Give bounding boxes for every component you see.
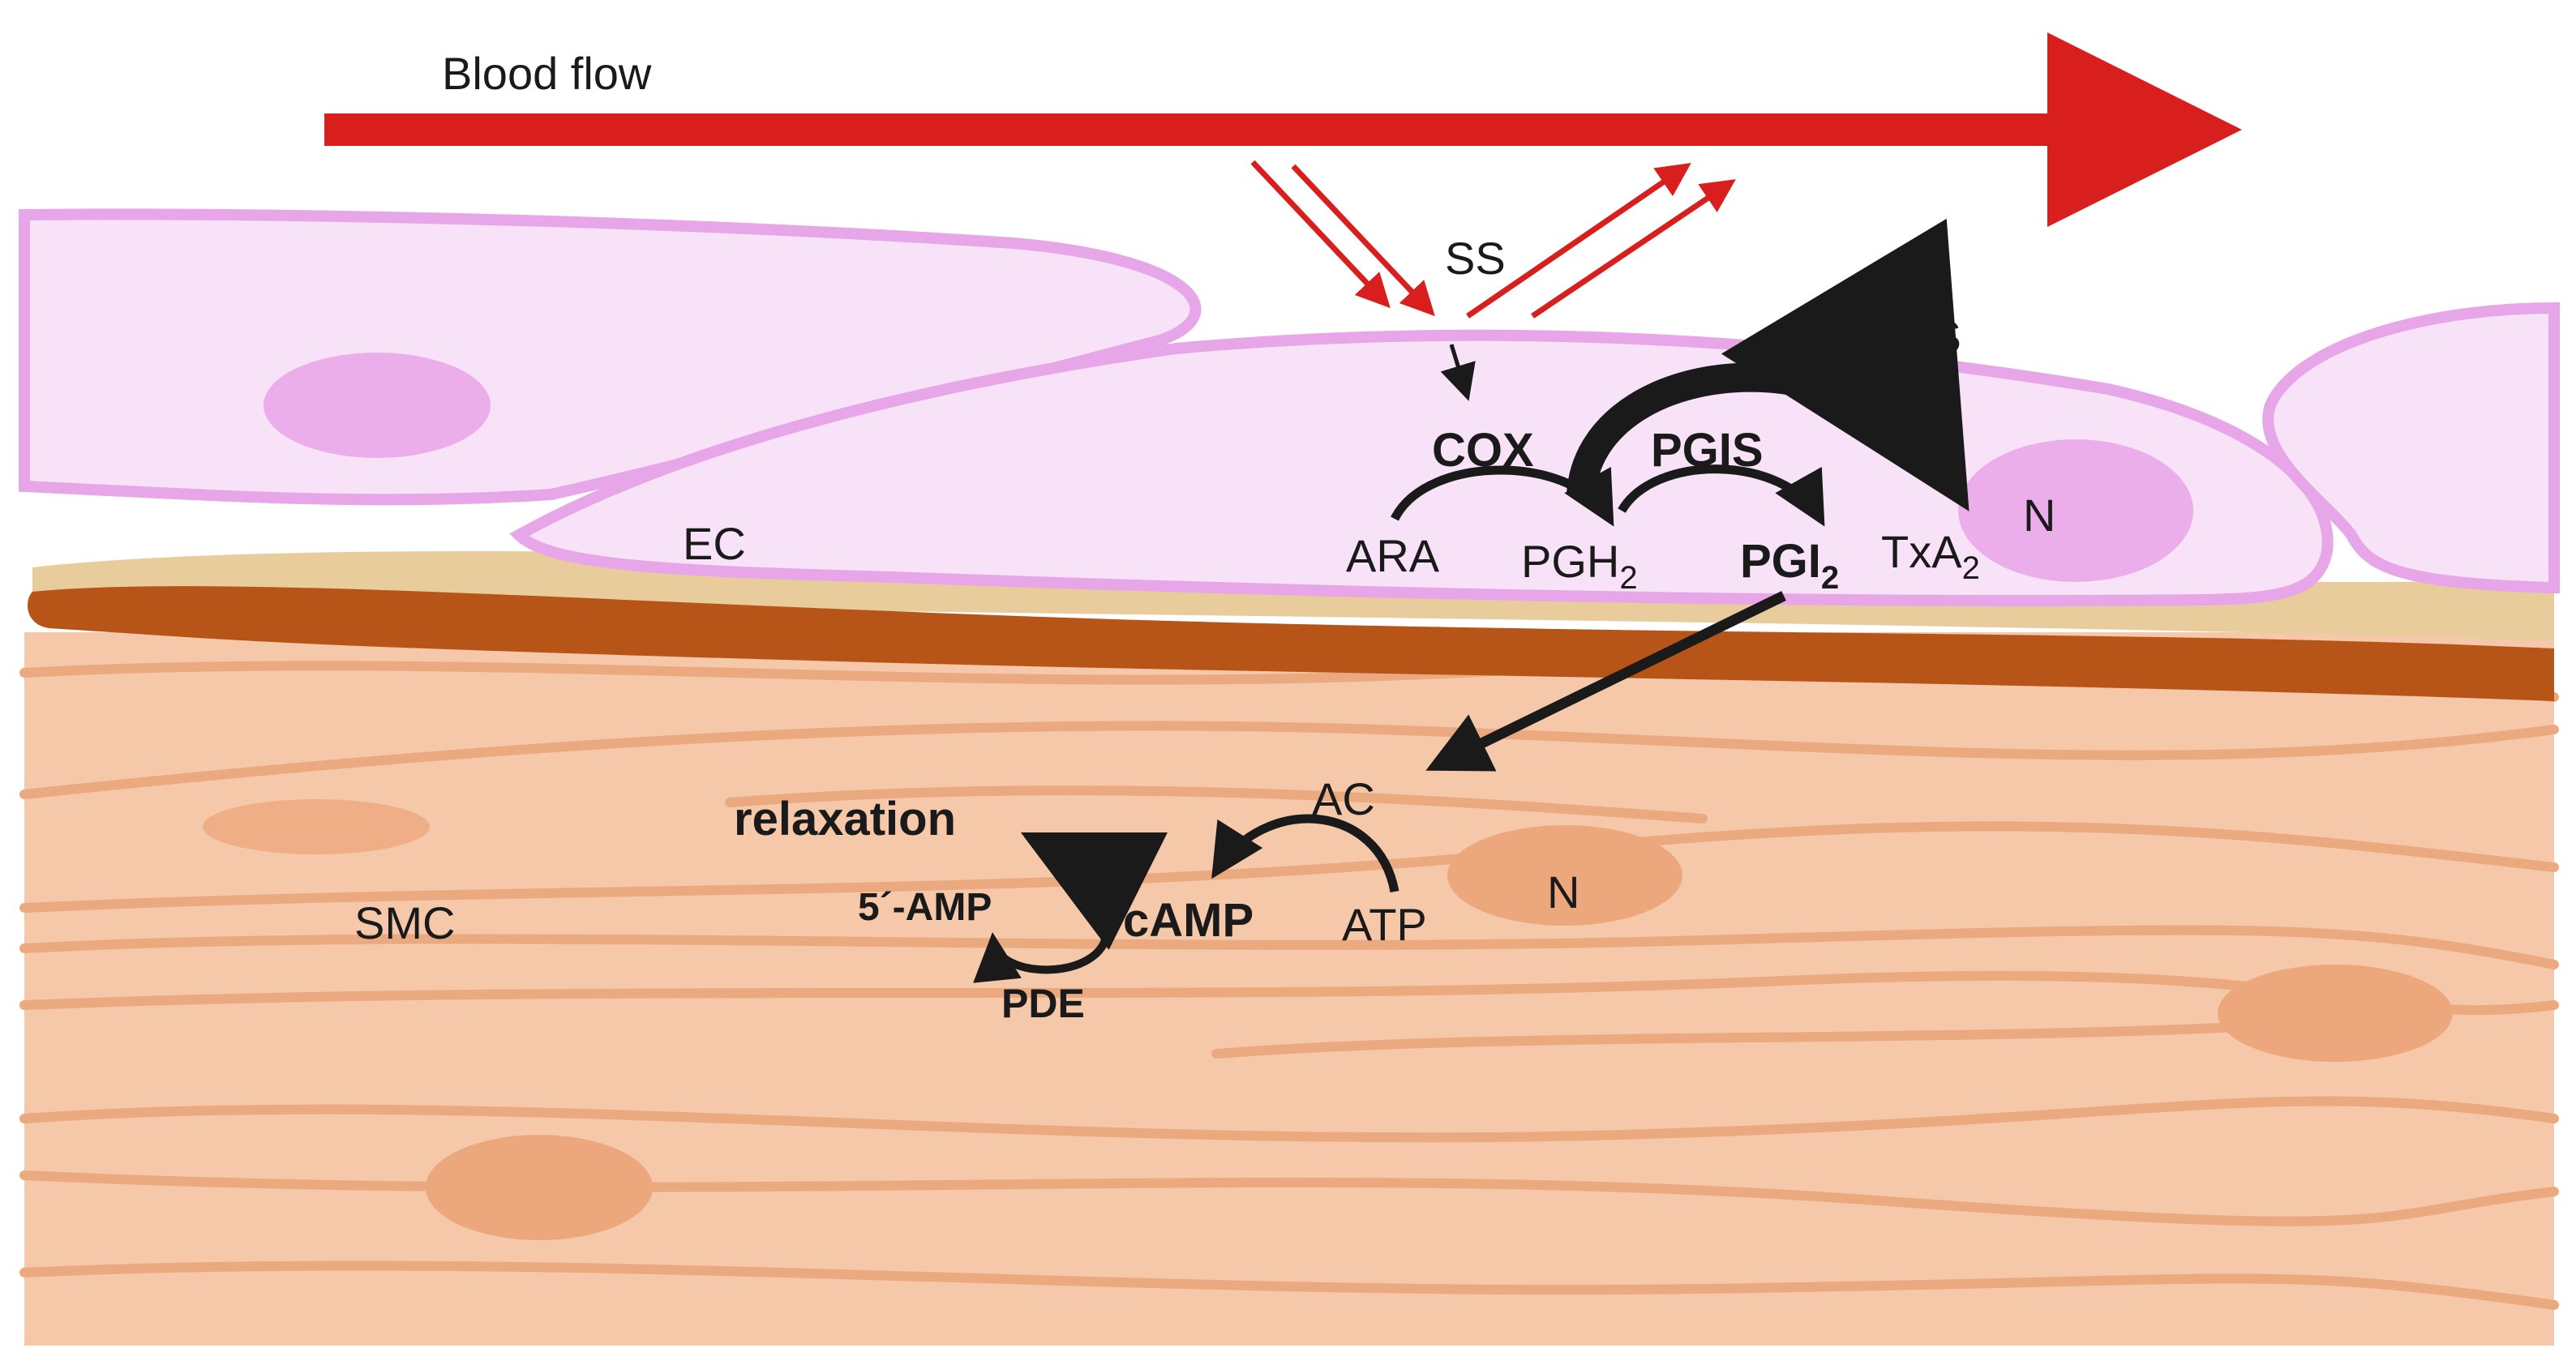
cox-arrow — [1391, 465, 1614, 527]
ac-arrow — [1211, 814, 1399, 892]
pgh-text: PGH — [1521, 536, 1619, 587]
atp-label: ATP — [1342, 899, 1427, 950]
ec-nucleus-center — [1958, 439, 2193, 582]
txa2-label: TxA2 — [1881, 526, 1980, 586]
smc-nucleus-4 — [426, 1135, 653, 1240]
pgh-subscript: 2 — [1619, 560, 1637, 596]
smooth-muscle-fibers — [19, 656, 2559, 1310]
pgi-text: PGI — [1740, 535, 1821, 588]
endothelial-layer — [19, 208, 2560, 606]
ac-label: AC — [1312, 773, 1375, 824]
internal-elastic-lamina — [28, 586, 2554, 701]
endothelial-cell-right — [2262, 302, 2560, 594]
txas-label: TxAS — [1850, 311, 1961, 362]
pathway-arrows — [973, 218, 1970, 983]
pgi2-to-ac-arrow — [1425, 591, 1786, 772]
ec-label: EC — [683, 518, 746, 569]
blood-flow-label: Blood flow — [442, 48, 652, 99]
ara-label: ARA — [1346, 530, 1440, 581]
smc-nucleus-label: N — [1547, 866, 1579, 918]
txas-arrow — [1567, 218, 1970, 511]
ss-arrow-in-2 — [1291, 164, 1435, 317]
ec-nucleus-left — [264, 353, 491, 458]
shear-stress-arrows — [1250, 160, 1736, 319]
smc-nucleus-1 — [203, 799, 430, 854]
txa-subscript: 2 — [1962, 550, 1980, 586]
camp-to-relaxation-arrow — [1020, 832, 1168, 950]
pgi2-label: PGI2 — [1740, 535, 1839, 596]
pde-arrow — [973, 931, 1111, 983]
amp5-label: 5´-AMP — [858, 886, 992, 929]
smooth-muscle-layer — [19, 632, 2559, 1346]
ss-to-cox-arrow — [1440, 344, 1476, 401]
smc-nucleus-3 — [2218, 965, 2453, 1062]
pgis-label: PGIS — [1651, 424, 1764, 477]
ec-nucleus-label: N — [2023, 490, 2055, 541]
pgi-subscript: 2 — [1821, 560, 1839, 596]
smc-label: SMC — [354, 897, 455, 948]
cox-label: COX — [1432, 424, 1534, 477]
relaxation-label: relaxation — [734, 793, 956, 845]
txa-text: TxA — [1881, 526, 1962, 577]
ss-arrow-in-1 — [1250, 160, 1391, 309]
camp-label: cAMP — [1123, 894, 1254, 947]
pde-label: PDE — [1001, 981, 1085, 1026]
pgh2-label: PGH2 — [1521, 536, 1638, 596]
shear-stress-label: SS — [1445, 233, 1506, 284]
ss-arrow-out-1 — [1466, 163, 1691, 319]
diagram-labels: Blood flow SS TxAS COX PGIS EC ARA PGH2 … — [354, 48, 2055, 1026]
ss-arrow-out-2 — [1531, 179, 1736, 319]
smc-nucleus-2 — [1447, 825, 1682, 926]
